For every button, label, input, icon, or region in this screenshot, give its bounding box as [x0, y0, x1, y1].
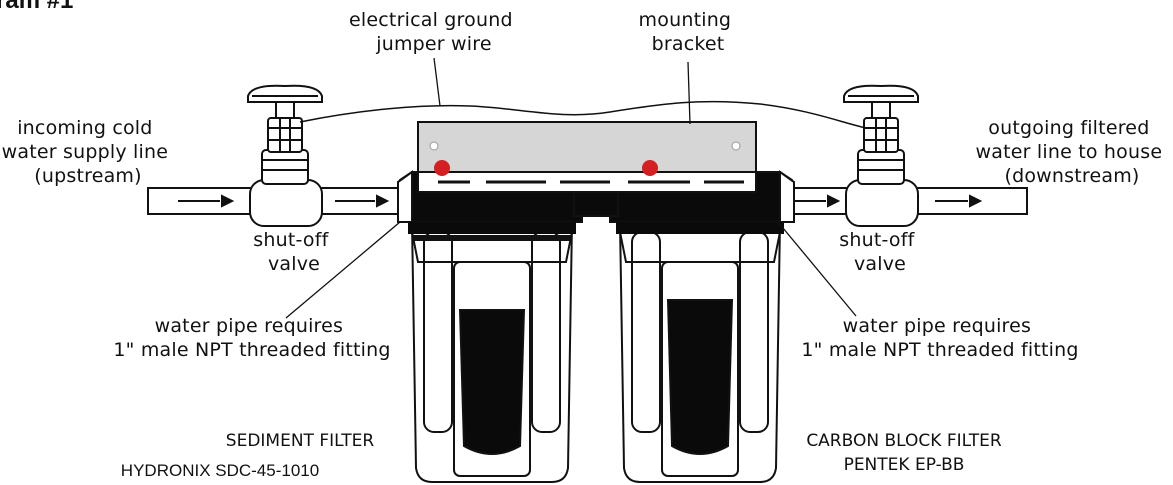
- mounting-bracket: [417, 121, 757, 193]
- leader-lines: [285, 57, 857, 319]
- carbon-filter-label: CARBON BLOCK FILTER: [806, 431, 1002, 451]
- shutoff-valve-left: [247, 84, 323, 227]
- sediment-filter-label: SEDIMENT FILTER: [226, 431, 375, 451]
- ground-jumper-wire: [299, 100, 867, 129]
- ground-wire-label: electrical ground jumper wire: [349, 9, 519, 55]
- carbon-filter-model: PENTEK EP-BB: [844, 455, 965, 475]
- sediment-filter-model: HYDRONIX SDC-45-1010: [121, 461, 319, 480]
- fitting-left-label: water pipe requires 1" male NPT threaded…: [113, 315, 390, 361]
- bracket-label: mounting bracket: [639, 9, 738, 55]
- incoming-pipe: [147, 187, 405, 215]
- flow-arrow-icon: [178, 194, 983, 208]
- fitting-right-label: water pipe requires 1" male NPT threaded…: [801, 315, 1078, 361]
- incoming-line-label: incoming cold water supply line (upstrea…: [2, 117, 175, 187]
- sediment-filter-housing: [408, 221, 576, 483]
- diagram-title: ram #1: [0, 0, 73, 14]
- head-connector: [573, 191, 619, 217]
- outgoing-line-label: outgoing filtered water line to house (d…: [976, 117, 1169, 187]
- pressure-relief-button: [434, 160, 450, 176]
- pressure-relief-button: [642, 160, 658, 176]
- shutoff-valve-right: [843, 84, 919, 227]
- shutoff-valve-left-label: shut-off valve: [253, 229, 335, 275]
- shutoff-valve-right-label: shut-off valve: [839, 229, 921, 275]
- carbon-filter-housing: [616, 221, 784, 483]
